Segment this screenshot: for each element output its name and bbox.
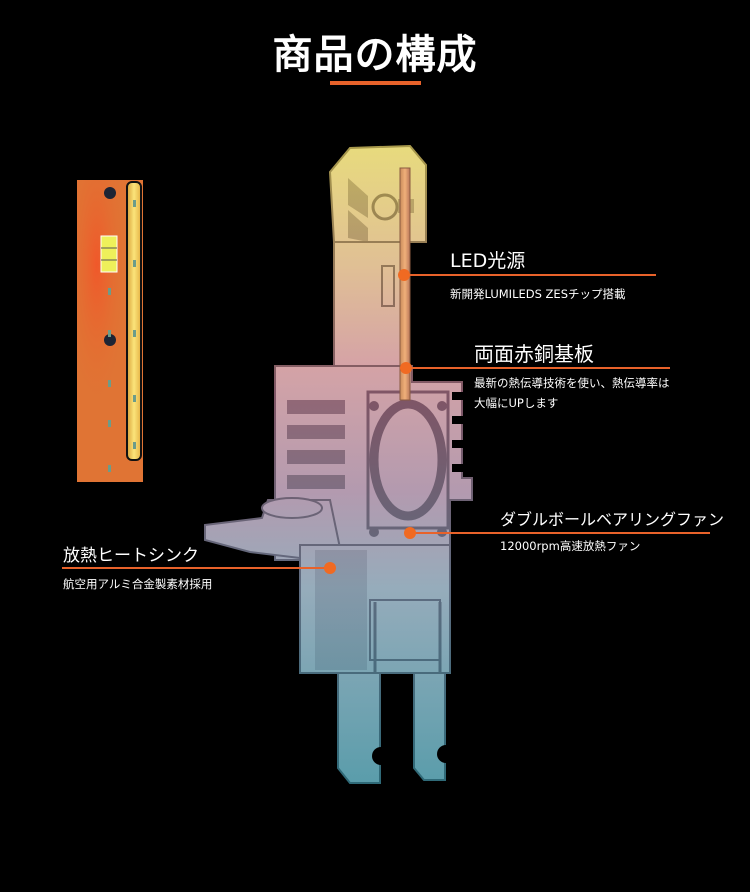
callout-led-title: LED光源: [450, 250, 526, 272]
heatsink-marker-dot: [324, 562, 336, 574]
callout-copper-desc-2: 大幅にUPします: [474, 396, 559, 410]
callout-copper: 両面赤銅基板 最新の熱伝導技術を使い、熱伝導率は 大幅にUPします: [474, 338, 670, 413]
callout-copper-desc-1: 最新の熱伝導技術を使い、熱伝導率は: [474, 376, 670, 390]
fan-marker-dot: [404, 527, 416, 539]
led-marker-dot: [398, 269, 410, 281]
callout-heatsink-desc: 航空用アルミ合金製素材採用: [63, 577, 213, 591]
callout-heatsink: 放熱ヒートシンク 航空用アルミ合金製素材採用: [63, 541, 212, 594]
callout-copper-title: 両面赤銅基板: [474, 342, 594, 366]
callout-heatsink-title: 放熱ヒートシンク: [63, 546, 199, 566]
fan-leader-line: [410, 532, 710, 534]
heatsink-leader-line: [62, 567, 330, 569]
led-pcb-board-illustration: [77, 180, 143, 482]
callout-fan-desc: 12000rpm高速放熱ファン: [500, 539, 641, 553]
page-title: 商品の構成: [272, 32, 478, 78]
title-underline: [330, 81, 421, 85]
callout-led: LED光源 新開発LUMILEDS ZESチップ搭載: [450, 246, 626, 304]
copper-marker-dot: [400, 362, 412, 374]
callout-fan: ダブルボールベアリングファン 12000rpm高速放熱ファン: [500, 506, 724, 556]
led-leader-line: [404, 274, 656, 276]
callout-led-desc: 新開発LUMILEDS ZESチップ搭載: [450, 287, 626, 301]
copper-leader-line: [406, 367, 670, 369]
callout-fan-title: ダブルボールベアリングファン: [500, 510, 725, 529]
